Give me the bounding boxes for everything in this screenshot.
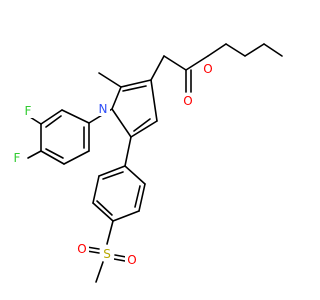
atom-label: O bbox=[77, 242, 86, 256]
ester-oxygen: O bbox=[201, 62, 215, 76]
bond bbox=[63, 150, 90, 165]
sulfonyl-oxygen-right: O bbox=[125, 253, 139, 267]
bond bbox=[130, 120, 158, 138]
bond bbox=[134, 185, 141, 208]
bond bbox=[92, 202, 114, 222]
atom-label: O bbox=[183, 94, 192, 108]
sulfur: S bbox=[100, 247, 114, 261]
bond bbox=[113, 258, 126, 262]
bond bbox=[95, 261, 104, 283]
molecule-canvas: O O F F N S O bbox=[10, 43, 283, 283]
fluorine-upper: F bbox=[21, 104, 35, 118]
bond bbox=[112, 210, 140, 222]
bond bbox=[111, 108, 132, 138]
bond bbox=[163, 55, 187, 71]
bond bbox=[263, 43, 283, 57]
bond bbox=[124, 136, 132, 167]
bond bbox=[98, 165, 126, 177]
bond bbox=[150, 79, 158, 122]
bond bbox=[114, 254, 127, 258]
bond bbox=[244, 43, 265, 57]
atom-label: N bbox=[99, 102, 108, 116]
sulfonyl-oxygen-left: O bbox=[75, 242, 89, 256]
bond bbox=[29, 116, 42, 125]
bond bbox=[40, 150, 65, 165]
atom-label: S bbox=[103, 247, 111, 261]
fluorine-lower: F bbox=[10, 151, 24, 165]
bond bbox=[106, 220, 114, 245]
bonds bbox=[27, 43, 283, 283]
pyrrole-nitrogen: N bbox=[96, 102, 110, 116]
bond bbox=[96, 200, 113, 216]
atom-labels: O O F F N S O bbox=[10, 62, 215, 267]
atom-label: F bbox=[14, 151, 21, 165]
structure-diagram: O O F F N S O bbox=[10, 43, 283, 283]
bond bbox=[225, 43, 246, 57]
bond bbox=[61, 109, 90, 124]
bond bbox=[102, 171, 124, 180]
bond bbox=[120, 79, 152, 88]
bond bbox=[98, 72, 122, 88]
bond bbox=[150, 55, 165, 81]
bond bbox=[124, 165, 146, 185]
bond bbox=[207, 43, 227, 57]
bond bbox=[27, 150, 42, 159]
bond bbox=[185, 55, 209, 71]
atom-label: O bbox=[203, 62, 212, 76]
bond bbox=[111, 86, 122, 110]
bond bbox=[138, 183, 146, 212]
bond bbox=[122, 85, 147, 92]
bond bbox=[45, 148, 64, 159]
bond bbox=[133, 118, 151, 132]
atom-label: F bbox=[25, 104, 32, 118]
bond bbox=[92, 175, 100, 204]
bond bbox=[40, 109, 63, 125]
carbonyl-oxygen: O bbox=[181, 94, 195, 108]
bond bbox=[45, 115, 62, 128]
atom-label: O bbox=[127, 253, 136, 267]
